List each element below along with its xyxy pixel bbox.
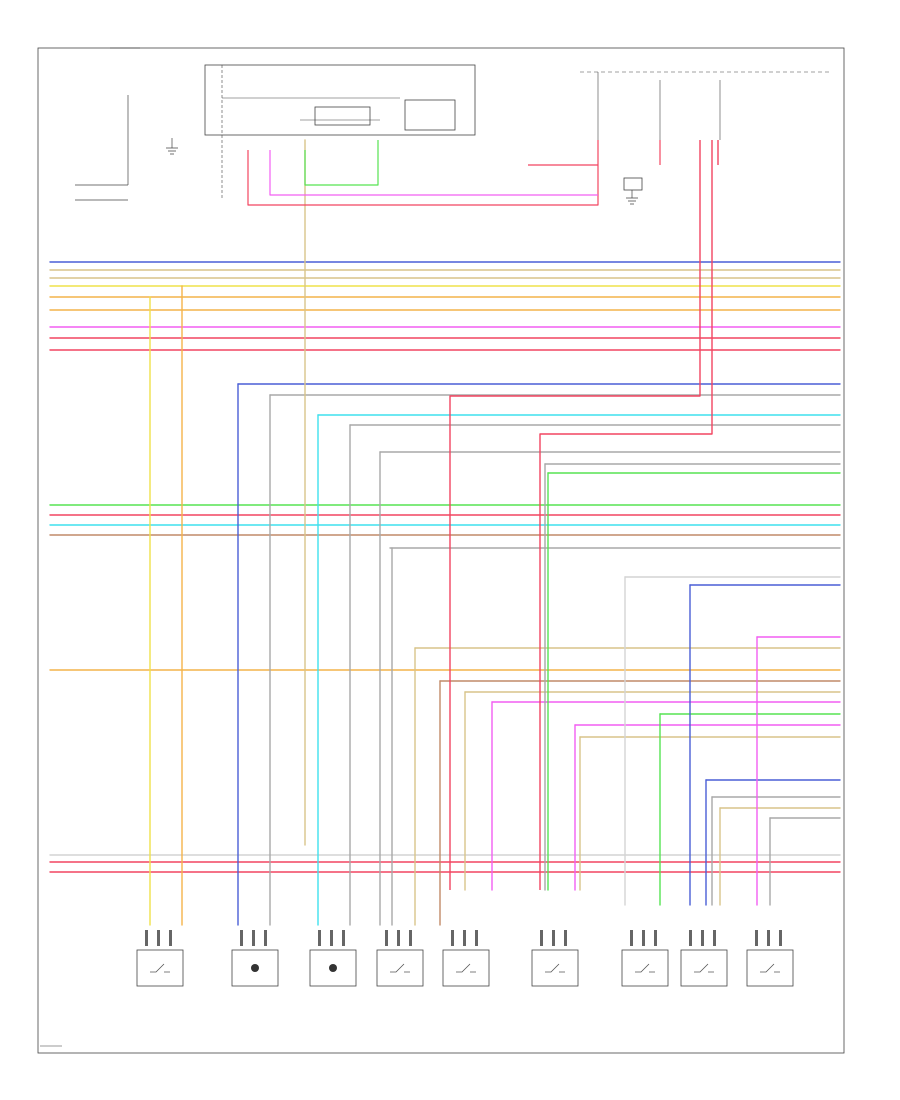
sensor-icon: [329, 964, 337, 972]
connector-pin: [713, 930, 716, 946]
switch-icon: [150, 963, 170, 973]
component-c9: [746, 930, 794, 987]
component-c2: [231, 930, 279, 987]
component-c4: [376, 930, 424, 987]
wire-top-loop-3: [304, 140, 379, 186]
connector-pin: [654, 930, 657, 946]
connector-pin: [409, 930, 412, 946]
connector-pin: [264, 930, 267, 946]
connector-pin: [451, 930, 454, 946]
relay-box: [314, 106, 371, 126]
component-c8: [680, 930, 728, 987]
connector-pin: [475, 930, 478, 946]
ground-connector-box: [623, 177, 643, 191]
switch-icon: [760, 963, 780, 973]
connector-pin: [330, 930, 333, 946]
component-c3: [309, 930, 357, 987]
connector-pin: [385, 930, 388, 946]
component-c5: [442, 930, 490, 987]
connector-pin: [552, 930, 555, 946]
fuse-box: [404, 99, 456, 131]
connector-pin: [157, 930, 160, 946]
sensor-icon: [251, 964, 259, 972]
component-c7: [621, 930, 669, 987]
connector-pin: [463, 930, 466, 946]
connector-pin: [540, 930, 543, 946]
wire-red-feed-1: [449, 140, 701, 890]
component-layer: [136, 930, 794, 987]
connector-pin: [240, 930, 243, 946]
connector-pin: [755, 930, 758, 946]
switch-icon: [390, 963, 410, 973]
switch-icon: [694, 963, 714, 973]
connector-pin: [145, 930, 148, 946]
component-c6: [531, 930, 579, 987]
diagram-frame: [37, 47, 845, 1054]
connector-pin: [318, 930, 321, 946]
connector-pin: [689, 930, 692, 946]
connector-pin: [701, 930, 704, 946]
connector-pin: [169, 930, 172, 946]
connector-pin: [342, 930, 345, 946]
wire-top-loop-1: [247, 140, 599, 206]
switch-icon: [635, 963, 655, 973]
control-module-box: [204, 64, 476, 136]
component-c1: [136, 930, 184, 987]
wire-layer: [49, 139, 841, 926]
top-left-block: [75, 95, 178, 201]
connector-pin: [630, 930, 633, 946]
wire-red-feed-2: [539, 140, 713, 890]
ground-icon: [626, 190, 638, 205]
switch-icon: [456, 963, 476, 973]
connector-pin: [397, 930, 400, 946]
connector-pin: [767, 930, 770, 946]
switch-icon: [545, 963, 565, 973]
wire-top-loop-2: [269, 150, 598, 196]
top-center-module: [204, 64, 476, 200]
connector-pin: [779, 930, 782, 946]
connector-pin: [252, 930, 255, 946]
ground-icon: [166, 138, 178, 155]
connector-pin: [642, 930, 645, 946]
top-right-block: [580, 71, 830, 205]
connector-pin: [564, 930, 567, 946]
